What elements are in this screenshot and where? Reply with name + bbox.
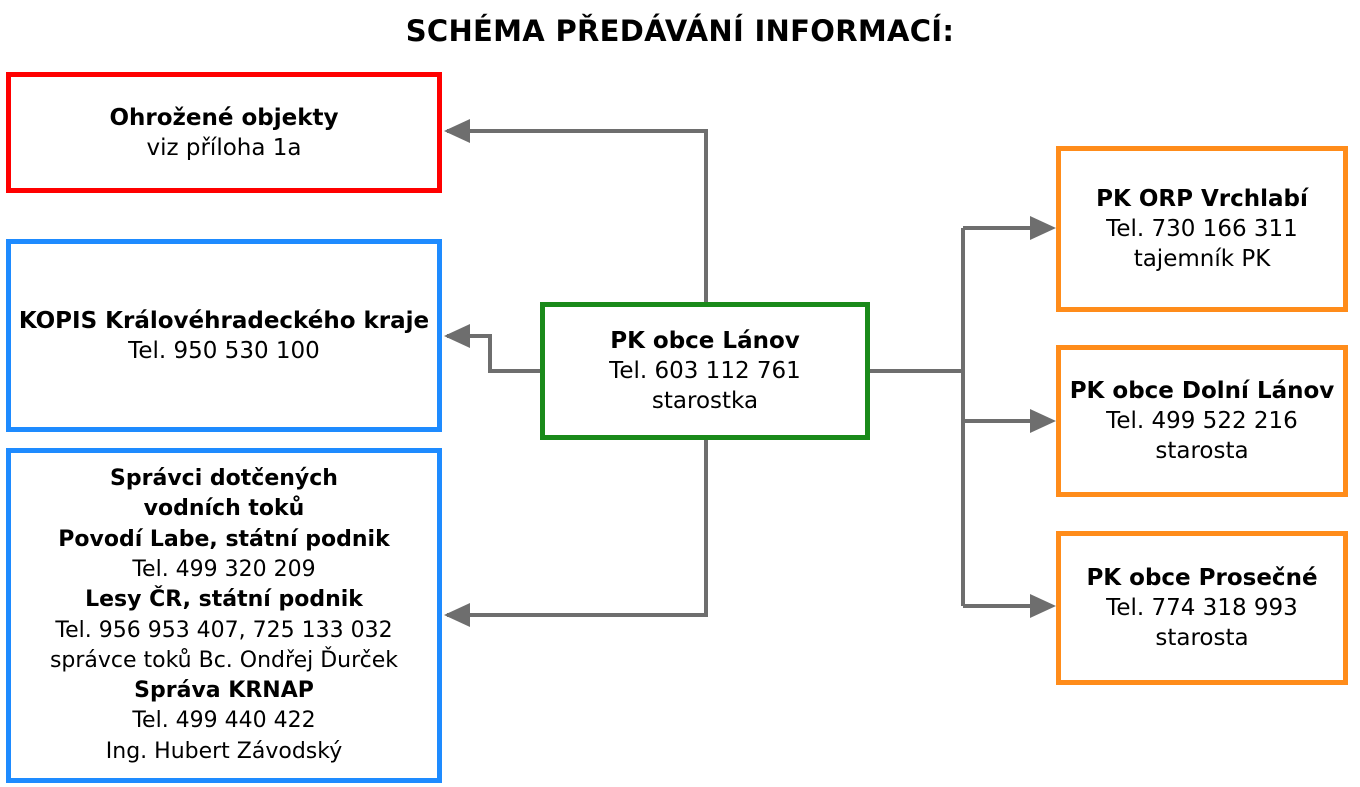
prosecne-box: PK obce Prosečné Tel. 774 318 993 staros… [1056,531,1348,685]
arrowhead-dolni [1030,409,1056,433]
arrowhead-orp [1030,216,1056,240]
org2-contact: správce toků Bc. Ondřej Ďurček [49,647,399,673]
managers-heading-line1: Správci dotčených [110,466,338,492]
arrow-to-managers [447,440,708,617]
threatened-objects-box: Ohrožené objekty viz příloha 1a [6,72,442,193]
prosecne-phone: Tel. 774 318 993 [1106,595,1298,621]
center-name: PK obce Lánov [610,328,800,354]
org3-contact: Ing. Hubert Závodský [105,738,343,764]
water-managers-box: Správci dotčených vodních toků Povodí La… [6,448,442,783]
dolni-name: PK obce Dolní Lánov [1069,378,1335,404]
kopis-box: KOPIS Královéhradeckého kraje Tel. 950 5… [6,239,442,432]
arrowhead-managers [444,603,470,627]
org3-phone: Tel. 499 440 422 [132,708,316,734]
org1-phone: Tel. 499 320 209 [132,556,316,582]
org1-name: Povodí Labe, státní podnik [58,526,390,552]
center-phone: Tel. 603 112 761 [609,358,801,384]
arrowhead-kopis [444,324,470,348]
org2-name: Lesy ČR, státní podnik [85,587,363,613]
org3-name: Správa KRNAP [134,678,314,704]
orp-vrchlabi-box: PK ORP Vrchlabí Tel. 730 166 311 tajemní… [1056,146,1348,312]
diagram-title: SCHÉMA PŘEDÁVÁNÍ INFORMACÍ: [405,14,955,48]
threatened-note: viz příloha 1a [146,134,302,161]
prosecne-role: starosta [1155,625,1249,651]
prosecne-name: PK obce Prosečné [1086,565,1318,591]
center-role: starostka [651,388,759,414]
dolni-role: starosta [1155,438,1249,464]
arrow-to-threatened [447,129,708,302]
org2-phone: Tel. 956 953 407, 725 133 032 [55,617,393,643]
kopis-name: KOPIS Královéhradeckého kraje [18,307,430,334]
threatened-name: Ohrožené objekty [109,104,339,131]
managers-heading-line2: vodních toků [143,496,305,522]
arrowhead-threatened [444,119,470,143]
dolni-lanov-box: PK obce Dolní Lánov Tel. 499 522 216 sta… [1056,345,1348,497]
center-commission-box: PK obce Lánov Tel. 603 112 761 starostka [540,302,870,440]
dolni-phone: Tel. 499 522 216 [1106,408,1298,434]
orp-phone: Tel. 730 166 311 [1106,216,1298,242]
orp-name: PK ORP Vrchlabí [1096,186,1308,212]
kopis-phone: Tel. 950 530 100 [128,337,320,364]
arrowhead-prosecne [1030,594,1056,618]
orp-role: tajemník PK [1133,246,1271,272]
